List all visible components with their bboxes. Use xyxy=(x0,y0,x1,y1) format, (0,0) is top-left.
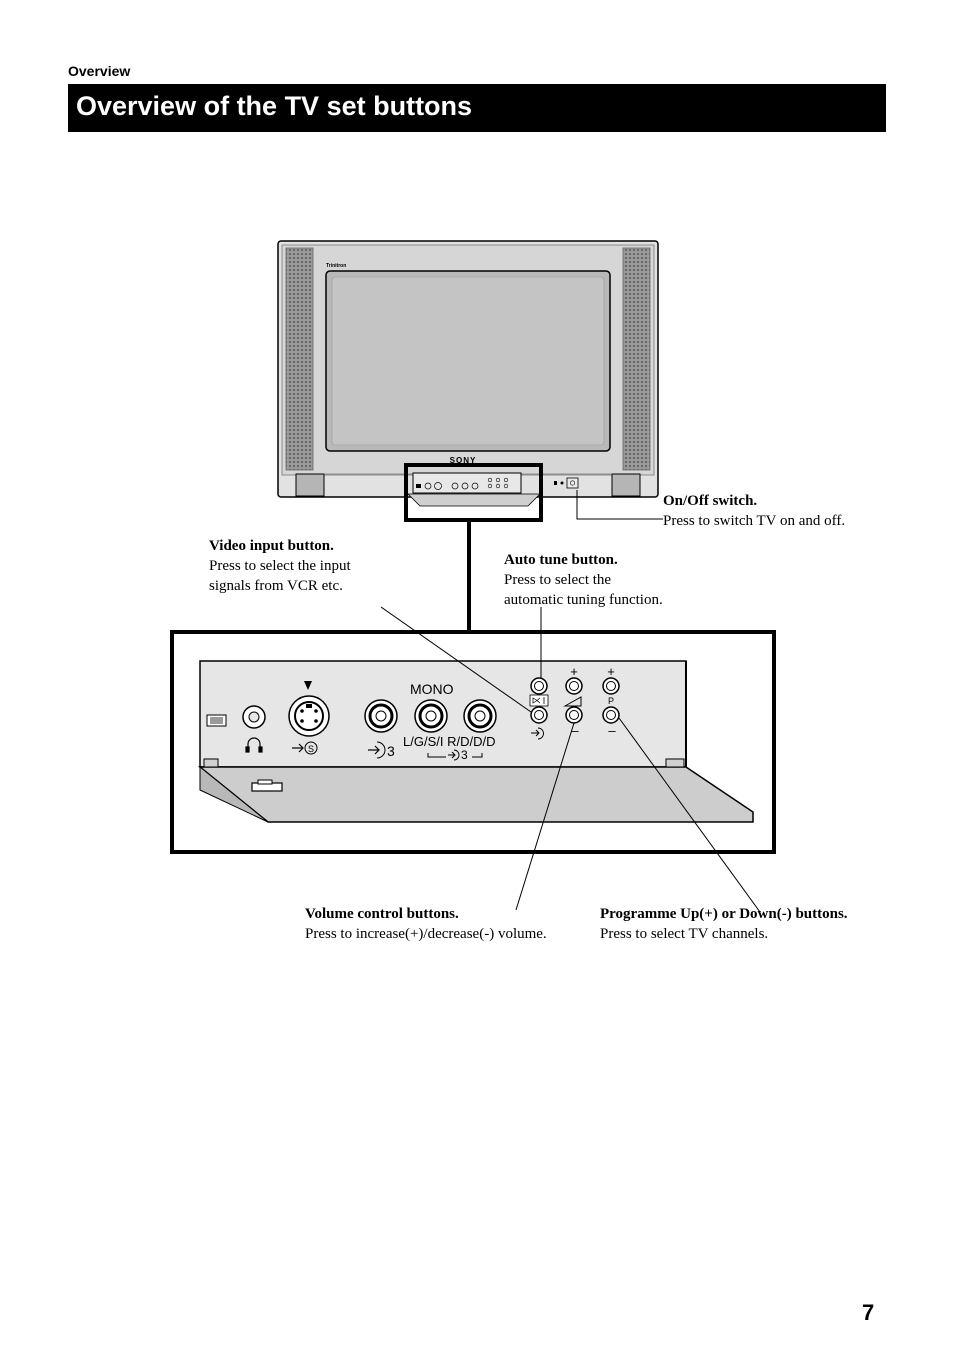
headphones-icon xyxy=(245,737,263,753)
enlarged-panel: S MONO 3 L/G/S/I R/D/D/D xyxy=(197,660,754,823)
video-input-callout-line1: Press to select the input xyxy=(209,558,351,574)
onoff-callout-title: On/Off switch. xyxy=(663,493,758,509)
audio-left-socket[interactable] xyxy=(414,699,448,733)
auto-tune-callout: Auto tune button. Press to select the au… xyxy=(504,550,663,610)
video-input-callout-title: Video input button. xyxy=(209,538,334,554)
auto-tune-callout-line1: Press to select the xyxy=(504,572,612,588)
page-title: Overview of the TV set buttons xyxy=(76,91,473,121)
programme-callout: Programme Up(+) or Down(-) buttons. Pres… xyxy=(600,904,848,944)
panel-highlight-box xyxy=(404,463,543,522)
input-3-icon xyxy=(368,741,386,759)
volume-leader-line xyxy=(515,722,575,911)
right-speaker-grille xyxy=(622,247,651,471)
video-input-button[interactable] xyxy=(530,706,548,724)
mono-label: MONO xyxy=(410,681,454,697)
tv-set: Trinitron SONY xyxy=(277,240,659,507)
volume-callout: Volume control buttons. Press to increas… xyxy=(305,904,547,944)
input-3-label: 3 xyxy=(387,743,395,759)
volume-icon xyxy=(563,696,582,707)
audio-right-socket[interactable] xyxy=(463,699,497,733)
title-bar: Overview of the TV set buttons xyxy=(68,84,886,132)
programme-plus-label: + xyxy=(607,664,615,679)
volume-minus-label: – xyxy=(571,723,579,738)
programme-minus-label: – xyxy=(608,723,616,738)
audio-socket-label: L/G/S/I R/D/D/D xyxy=(403,734,495,749)
video-input-socket[interactable] xyxy=(364,699,398,733)
programme-callout-text: Press to select TV channels. xyxy=(600,926,769,942)
auto-tune-callout-line2: automatic tuning function. xyxy=(504,592,663,608)
volume-up-button[interactable] xyxy=(565,677,583,695)
video-input-icon xyxy=(531,727,544,740)
volume-plus-label: + xyxy=(570,664,578,679)
tv-brand-label: SONY xyxy=(450,456,477,465)
auto-tune-icon xyxy=(529,694,549,707)
programme-callout-title: Programme Up(+) or Down(-) buttons. xyxy=(600,906,848,922)
tv-model-label: Trinitron xyxy=(326,263,346,269)
programme-label: P xyxy=(608,696,614,706)
video-input-callout-line2: signals from VCR etc. xyxy=(209,578,343,594)
programme-up-button[interactable] xyxy=(602,677,620,695)
s-video-label: S xyxy=(308,744,314,754)
section-label: Overview xyxy=(68,63,131,79)
programme-down-button[interactable] xyxy=(602,706,620,724)
video-input-callout: Video input button. Press to select the … xyxy=(209,536,351,596)
audio-input-3-label: 3 xyxy=(461,748,468,762)
auto-tune-callout-title: Auto tune button. xyxy=(504,552,618,568)
auto-tune-button[interactable] xyxy=(530,677,548,695)
video-input-leader-line xyxy=(380,606,532,713)
page-number: 7 xyxy=(862,1300,875,1325)
onoff-callout: On/Off switch. Press to switch TV on and… xyxy=(663,491,845,531)
audio-input-3-icon xyxy=(427,749,483,761)
left-speaker-grille xyxy=(285,247,314,471)
volume-callout-text: Press to increase(+)/decrease(-) volume. xyxy=(305,926,547,942)
volume-callout-title: Volume control buttons. xyxy=(305,906,459,922)
s-video-input-icon: S xyxy=(292,741,318,755)
programme-leader-line xyxy=(618,717,761,913)
onoff-callout-text: Press to switch TV on and off. xyxy=(663,513,846,529)
volume-down-button[interactable] xyxy=(565,706,583,724)
onoff-leader-line xyxy=(576,490,663,520)
